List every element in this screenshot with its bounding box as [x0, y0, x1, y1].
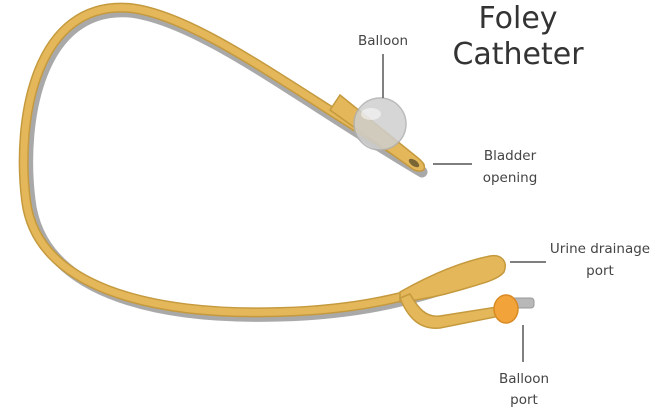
title-line-1: Foley	[478, 1, 557, 36]
catheter-tube-shadow	[28, 12, 498, 317]
balloon-label: Balloon	[358, 33, 408, 49]
balloon-port-label-line-1: Balloon	[499, 371, 549, 387]
bladder-opening-label-line-2: opening	[483, 170, 538, 186]
catheter-tube-highlight	[24, 8, 496, 313]
urine-drainage-port-label-line-2: port	[586, 263, 614, 279]
balloon-port-label-line-2: port	[510, 392, 538, 408]
balloon-port-valve	[494, 295, 518, 323]
bladder-opening-label-line-1: Bladder	[484, 148, 537, 164]
urine-drainage-port-label-line-1: Urine drainage	[550, 241, 650, 257]
catheter-tube	[24, 8, 496, 313]
balloon-shape	[354, 98, 406, 150]
title-line-2: Catheter	[452, 37, 584, 72]
balloon-highlight	[361, 108, 381, 120]
drainage-funnel	[400, 256, 505, 302]
